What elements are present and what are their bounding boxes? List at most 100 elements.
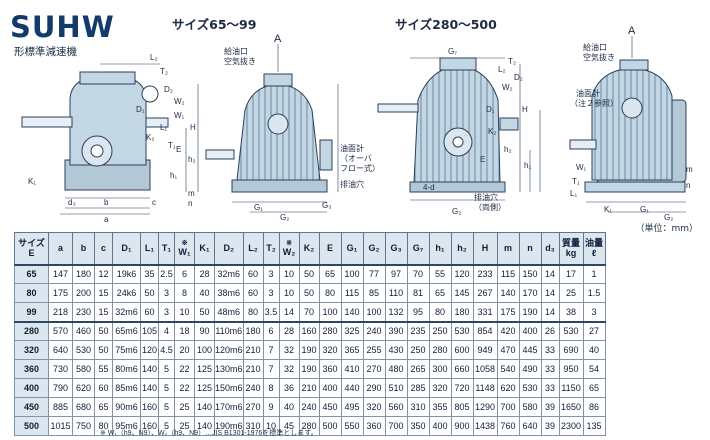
table-cell: 700	[384, 416, 408, 436]
table-cell: 410	[340, 359, 364, 379]
table-cell: 400	[428, 416, 452, 436]
table-cell: 3.5	[262, 302, 280, 322]
table-cell: 790	[48, 378, 73, 398]
table-cell: 430	[384, 340, 408, 360]
svg-text:c: c	[152, 198, 156, 207]
dimension-lines-small	[60, 44, 339, 215]
table-cell: 250	[406, 340, 430, 360]
header-label: d₃	[545, 243, 555, 254]
table-cell: 450	[318, 397, 342, 417]
table-cell: 80	[428, 302, 452, 322]
column-header: n	[518, 232, 542, 265]
svg-text:A: A	[628, 25, 636, 37]
table-cell: 680	[72, 397, 95, 417]
table-cell: 160	[298, 320, 320, 341]
header-label: W₁	[178, 246, 191, 257]
header-label: c	[100, 243, 106, 254]
table-cell: 55	[428, 263, 452, 284]
table-cell: 355	[428, 397, 452, 417]
table-cell: 190	[298, 340, 320, 360]
table-cell: 660	[450, 359, 474, 379]
table-cell: 290	[362, 378, 386, 398]
size-cell: 65	[14, 263, 49, 284]
table-cell: 40	[278, 397, 300, 417]
table-cell: 510	[384, 378, 408, 398]
table-cell: 5	[158, 378, 175, 398]
table-cell: 39	[540, 397, 560, 417]
header-mark: ※	[286, 239, 292, 247]
svg-text:a: a	[104, 215, 109, 224]
unit-label: （単位：mm）	[635, 224, 698, 234]
table-cell: 75m6	[112, 340, 141, 360]
header-label: D₁	[121, 243, 132, 254]
header-label: E	[327, 243, 334, 254]
table-cell: 27	[582, 320, 606, 341]
table-cell: 750	[72, 416, 95, 436]
svg-text:d₃: d₃	[68, 198, 76, 207]
table-cell: 6	[262, 320, 280, 341]
svg-text:h₁: h₁	[170, 171, 177, 180]
table-cell: 14	[278, 302, 300, 322]
table-cell: 132	[384, 302, 408, 322]
table-cell: 125	[194, 378, 215, 398]
table-cell: 240	[362, 320, 386, 341]
table-cell: 10	[278, 263, 300, 284]
table-cell: 140	[140, 378, 159, 398]
table-cell: 440	[340, 378, 364, 398]
table-cell: 280	[318, 320, 342, 341]
table-cell: 690	[558, 340, 584, 360]
table-cell: 48m6	[214, 302, 244, 322]
svg-text:K₂: K₂	[146, 133, 154, 142]
header-sublabel: ℓ	[591, 248, 597, 259]
svg-text:n: n	[188, 199, 192, 208]
header-label: n	[527, 243, 533, 254]
drawing-front-view-small	[205, 73, 333, 193]
table-cell: 160	[140, 397, 159, 417]
table-cell: 365	[340, 340, 364, 360]
table-cell: 265	[406, 359, 430, 379]
header-label: サイズ	[18, 238, 45, 249]
table-cell: 39	[540, 416, 560, 436]
table-cell: 1015	[48, 416, 73, 436]
table-cell: 530	[450, 320, 474, 341]
header-label: L₁	[144, 243, 155, 254]
column-header: L₂	[242, 232, 264, 265]
table-cell: 14	[540, 263, 560, 284]
table-cell: 90m6	[112, 397, 141, 417]
table-cell: 5	[158, 397, 175, 417]
table-cell: 9	[262, 397, 280, 417]
table-cell: 97	[384, 263, 408, 284]
table-cell: 28	[278, 320, 300, 341]
size-cell: 320	[14, 340, 49, 360]
column-header: b	[72, 232, 95, 265]
column-header: G₁	[340, 232, 364, 265]
svg-text:（オーバ: （オーバ	[340, 154, 372, 163]
header-label: G₃	[390, 243, 402, 254]
table-cell: 218	[48, 302, 73, 322]
header-label: a	[57, 243, 63, 254]
table-cell: 60	[242, 263, 264, 284]
table-cell: 22	[174, 378, 195, 398]
table-cell: 230	[72, 302, 95, 322]
table-cell: 640	[518, 416, 542, 436]
table-cell: 38	[558, 302, 584, 322]
svg-text:G₁: G₁	[254, 203, 263, 212]
table-cell: 1	[582, 263, 606, 284]
column-header: D₁	[112, 232, 141, 265]
svg-text:フロー式）: フロー式）	[340, 163, 380, 173]
svg-text:（注２参照）: （注２参照）	[570, 98, 618, 108]
table-cell: 8	[174, 283, 195, 303]
table-cell: 270	[362, 359, 386, 379]
table-cell: 147	[48, 263, 73, 284]
table-cell: 145	[450, 283, 474, 303]
header-label: D₂	[223, 243, 235, 254]
svg-text:D₂: D₂	[164, 85, 173, 94]
table-cell: 390	[384, 320, 408, 341]
table-cell: 190	[298, 359, 320, 379]
svg-text:L₂: L₂	[498, 65, 506, 74]
table-cell: 25	[558, 283, 584, 303]
svg-text:油面計: 油面計	[340, 143, 364, 153]
table-cell: 65m6	[112, 320, 141, 341]
